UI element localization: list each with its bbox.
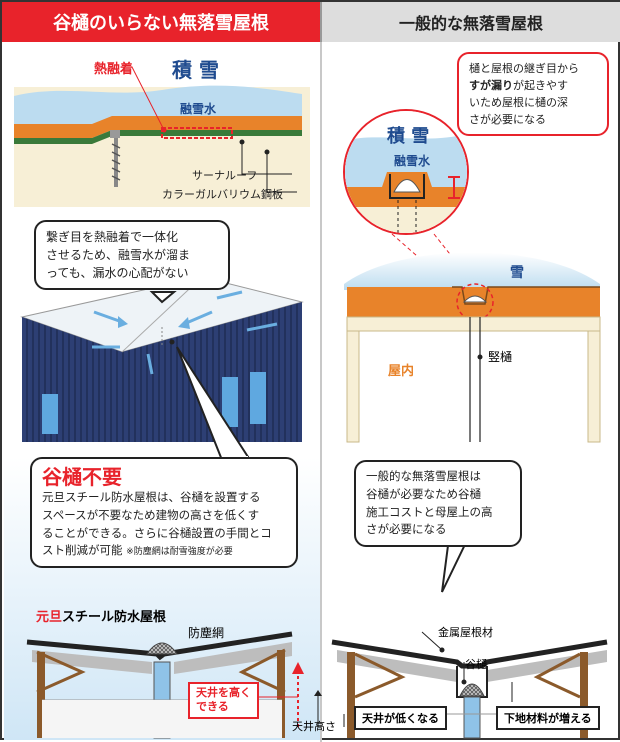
general-line1: 一般的な無落雪屋根は [366,469,481,483]
left-top-section [14,66,310,207]
bubble2-line2: スペースが不要なため建物の高さを低くす [42,507,260,522]
bubble2-line4: スト削減が可能 [42,543,123,558]
no-valley-gutter-title: 谷樋不要 [42,465,122,489]
general-line3: 施工コストと母屋上の高 [366,504,493,519]
bubble1-line2: させるため、融雪水が溜ま [46,248,191,262]
general-roof-bubble: 一般的な無落雪屋根は 谷樋が必要なため谷樋 施工コストと母屋上の高 さが必要にな… [354,460,522,548]
no-valley-gutter-bubble: 谷樋不要 元旦スチール防水屋根は、谷樋を設置する スペースが不要なため建物の高さ… [30,457,298,569]
weld-label: 熱融着 [94,62,134,77]
zoom-snow-label: 積 雪 [387,126,430,147]
weld-explanation-bubble: 繋ぎ目を熱融着で一体化 させるため、融雪水が溜ま っても、漏水の心配がない [34,220,230,290]
right-zoom-detail [343,109,469,293]
leak-warning-bubble: 樋と屋根の継ぎ目から すが漏りが起きやす いため屋根に樋の深 さが必要になる [457,52,609,137]
roof-snow-label: 雪 [510,265,524,281]
metal-roof-label: 金属屋根材 [438,626,493,639]
low-ceiling-tag: 天井が低くなる [354,706,447,730]
ceiling-height-label: 天井高さ [292,720,336,733]
product-name: 元旦スチール防水屋根 [36,606,166,625]
general-line4: さが必要になる [366,522,447,537]
right-bottom-section [331,631,608,739]
zoom-meltwater-label: 融雪水 [394,154,431,168]
leak-line3: いため屋根に樋の深 [469,96,568,110]
general-line2: 谷樋が必要なため谷樋 [366,486,481,501]
left-roof-illustration [20,276,304,442]
snow-label: 積 雪 [172,58,219,82]
bubble2-line1: 元旦スチール防水屋根は、谷樋を設置する [42,490,261,504]
right-building [344,252,601,443]
leak-line2: が起きやす [513,79,568,93]
downpipe-label: 竪樋 [488,350,513,364]
leak-line1: 樋と屋根の継ぎ目から [469,62,579,75]
dust-net-label: 防塵網 [188,626,225,640]
bubble1-line1: 繋ぎ目を熱融着で一体化 [46,230,179,244]
product-brand: 元旦 [36,610,63,625]
right-header: 一般的な無落雪屋根 [320,2,620,42]
raise-ceiling-tag: 天井を高く できる [188,682,259,719]
leak-line4: さが必要になる [469,113,546,127]
valley-gutter-label: 谷樋 [465,658,487,671]
more-material-tag: 下地材料が増える [496,706,600,730]
indoor-label: 屋内 [388,364,415,379]
leak-bold: すが漏り [469,79,513,93]
raise-ceiling-line1: 天井を高く [196,686,251,699]
galvalume-label: カラーガルバリウム鋼板 [162,188,283,201]
column-divider [320,42,322,742]
sarnaroof-label: サーナルーフ [192,169,258,182]
bubble2-line3: ることができる。さらに谷樋設置の手間とコ [42,525,272,540]
bubble1-line3: っても、漏水の心配がない [46,266,189,280]
left-header: 谷樋のいらない無落雪屋根 [2,2,320,42]
dust-net-note: ※防塵網は耐雪強度が必要 [126,547,233,558]
raise-ceiling-line2: できる [196,700,229,714]
product-title: スチール防水屋根 [62,610,167,625]
meltwater-label: 融雪水 [180,102,217,116]
